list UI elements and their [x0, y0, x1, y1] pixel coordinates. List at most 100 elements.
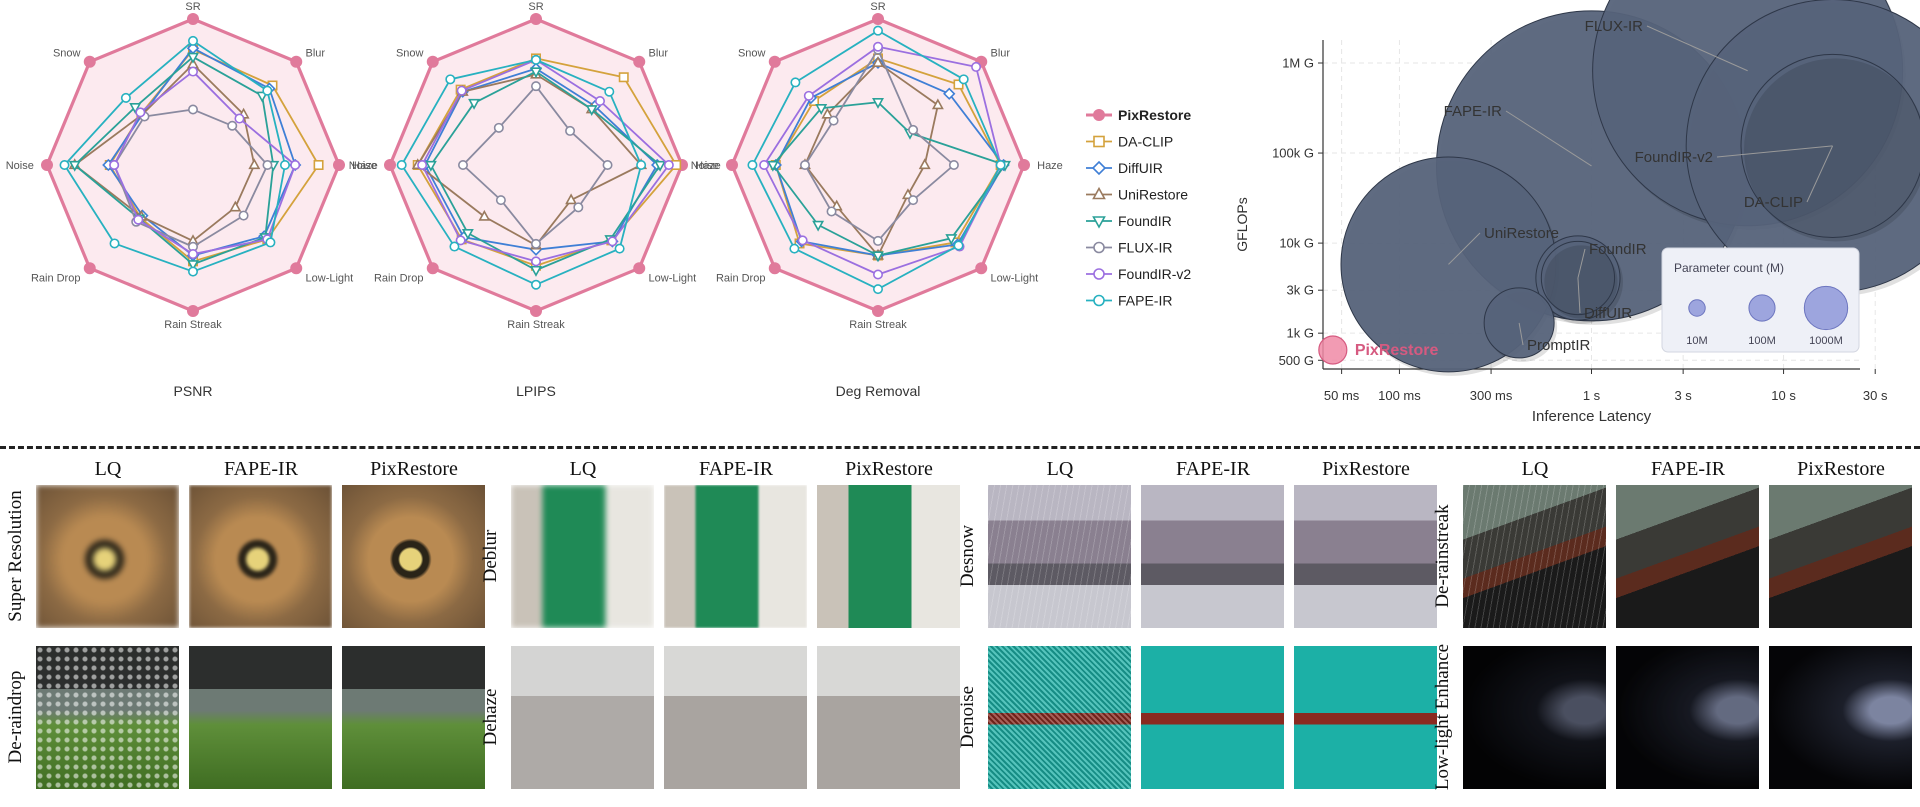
- radar-point: [426, 262, 439, 275]
- radar-axis-label: Rain Drop: [374, 273, 424, 285]
- leader-line: [1716, 145, 1833, 158]
- bubble-label: UniRestore: [1484, 225, 1559, 242]
- image-fape-ir: [1141, 485, 1284, 628]
- radar-point: [595, 95, 606, 106]
- x-tick-label: 50 ms: [1324, 388, 1360, 403]
- image-content: [189, 485, 332, 628]
- degradation-overlay: [988, 485, 1131, 628]
- bubble-label: FoundIR: [1589, 241, 1647, 258]
- radar-point: [461, 228, 474, 240]
- radar-point: [633, 55, 646, 68]
- radar-point: [872, 269, 883, 280]
- radar-axis-label: Blur: [306, 47, 326, 59]
- radar-point: [262, 160, 273, 171]
- column-header: FAPE-IR: [1175, 458, 1251, 480]
- legend-label: UniRestore: [1118, 187, 1188, 203]
- image-fape-ir: [664, 646, 807, 789]
- size-legend-bubble: [1803, 285, 1849, 331]
- column-header: LQ: [94, 458, 122, 480]
- radar-axis-label: SR: [870, 1, 885, 13]
- bubble-shadow: [1544, 245, 1618, 319]
- radar-point: [41, 159, 53, 171]
- x-tick-label: 300 ms: [1470, 388, 1513, 403]
- row-label: Dehaze: [480, 688, 501, 746]
- radar-point: [931, 98, 944, 110]
- legend-marker: [1093, 135, 1105, 148]
- image-fape-ir: [1616, 485, 1759, 628]
- radar-point: [789, 243, 800, 254]
- image-content: [342, 485, 485, 628]
- radar-point: [262, 85, 273, 96]
- radar-point: [417, 160, 428, 171]
- radar-point: [187, 260, 199, 271]
- row-label: Low-light Enhance: [1432, 643, 1453, 791]
- radar-point: [445, 74, 456, 85]
- legend-label: FLUX-IR: [1118, 240, 1172, 256]
- radar-point: [573, 202, 584, 213]
- radar-point: [290, 160, 301, 171]
- radar-point: [530, 305, 542, 317]
- bubble-shadow: [1744, 58, 1920, 242]
- radar-point: [530, 265, 542, 277]
- radar-point: [530, 54, 541, 65]
- radar-point: [602, 160, 613, 171]
- radar-point: [187, 52, 199, 64]
- bubble-da-clip: [1740, 53, 1920, 242]
- radar-axis-label: Rain Streak: [164, 319, 222, 331]
- image-pixrestore: [1294, 646, 1437, 789]
- size-legend-label: 100M: [1748, 335, 1776, 347]
- column-header: LQ: [569, 458, 597, 480]
- row-label: De-rainstreak: [1432, 504, 1453, 608]
- radar-axis-label: Rain Drop: [31, 273, 81, 285]
- radar-point: [426, 55, 439, 68]
- legend-marker: [1093, 268, 1105, 280]
- radar-point: [424, 160, 437, 172]
- radar-title: PSNR: [174, 383, 213, 399]
- bubble-label-foundir: FoundIR: [1577, 241, 1647, 279]
- radar-point: [290, 262, 303, 275]
- radar-series-fape-ir: [59, 35, 290, 277]
- y-tick-label: 3k G: [1287, 283, 1314, 298]
- degradation-overlay: [36, 485, 179, 628]
- radar-point: [229, 200, 242, 212]
- radar-axis-label: Noise: [6, 160, 34, 172]
- column-header: PixRestore: [1797, 458, 1885, 480]
- size-legend-label: 1000M: [1809, 335, 1843, 347]
- radar-title: LPIPS: [516, 383, 556, 399]
- radar-point: [958, 74, 969, 85]
- radar-point: [238, 210, 249, 221]
- bubble-label-flux-ir: FLUX-IR: [1585, 18, 1748, 72]
- radar-point: [872, 25, 883, 36]
- legend-marker: [1093, 241, 1105, 254]
- image-pixrestore: [342, 646, 485, 789]
- image-lq: [988, 485, 1131, 628]
- radar-point: [768, 55, 781, 68]
- bubble-point: [1540, 240, 1616, 316]
- row-label: Desnow: [957, 524, 978, 588]
- radar-series-fape-ir: [747, 25, 1006, 295]
- radar-point: [908, 124, 919, 135]
- radar-axis-label: Rain Drop: [716, 273, 766, 285]
- radar-point: [457, 160, 468, 171]
- radar-point: [790, 77, 801, 88]
- radar-point: [995, 160, 1006, 171]
- radar-point: [468, 98, 481, 110]
- x-tick-label: 30 s: [1863, 388, 1888, 403]
- radar-title: Deg Removal: [836, 383, 921, 399]
- image-content: [664, 646, 807, 789]
- radar-point: [953, 79, 964, 90]
- radar-point: [726, 159, 738, 171]
- image-content: [664, 485, 807, 628]
- legend-label: FoundIR-v2: [1118, 266, 1191, 282]
- radar-point: [759, 160, 770, 171]
- image-content: [817, 485, 960, 628]
- bubble-point: [1318, 335, 1348, 365]
- radar-point: [109, 238, 120, 249]
- radar-axis-label: Snow: [396, 47, 424, 59]
- bubble-label: FoundIR-v2: [1635, 149, 1713, 166]
- leader-line: [1577, 277, 1581, 314]
- column-header: FAPE-IR: [1650, 458, 1726, 480]
